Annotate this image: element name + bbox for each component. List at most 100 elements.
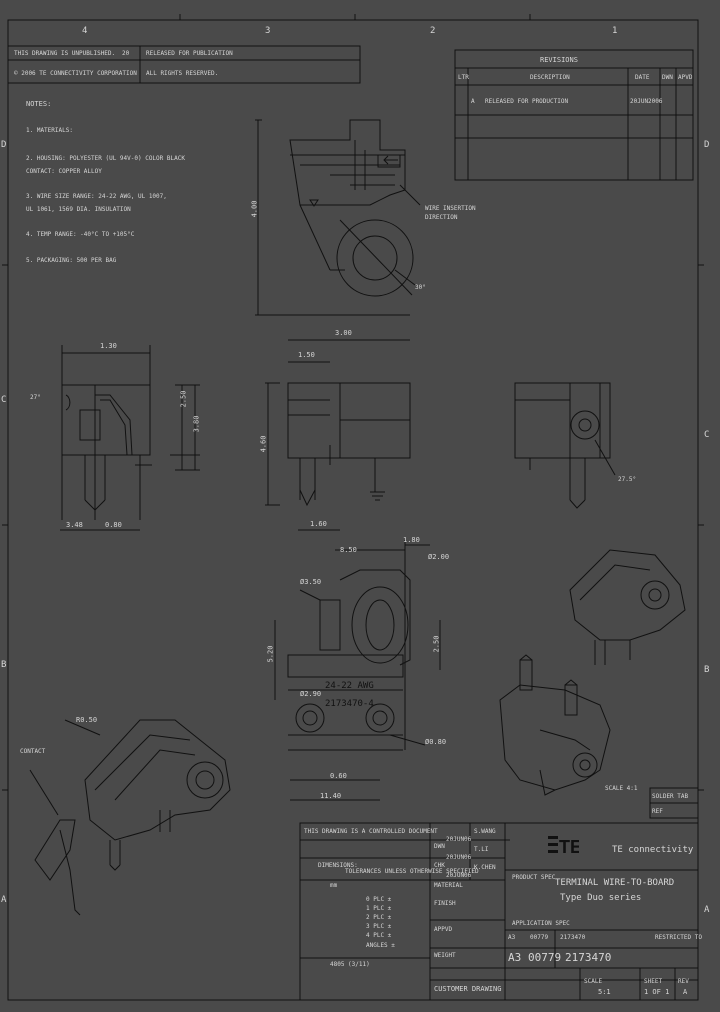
tb-finish: FINISH [434,900,456,907]
note-3: 3. WIRE SIZE RANGE: 24-22 AWG, UL 1007, [26,193,167,200]
zone-left-b: B [1,660,7,670]
revisions-title: REVISIONS [540,56,578,64]
header-copyright: © 2006 TE CONNECTIVITY CORPORATION [14,70,137,77]
tb-app-spec: APPLICATION SPEC [512,920,570,927]
dim-section-dia-1: Ø2.00 [428,553,450,561]
zone-top-1: 1 [612,26,618,36]
dim-section-dia-2: Ø3.50 [300,578,322,586]
header-rights: ALL RIGHTS RESERVED. [146,70,219,77]
tb-weight: WEIGHT [434,952,456,959]
dim-width-front: 3.00 [335,329,352,337]
wire-insert-label: WIRE INSERTION [425,205,476,212]
header-year: 20 [122,50,130,57]
angle-callout-3: 27.5° [618,476,637,483]
zone-left-c: C [1,395,7,405]
rev-col-desc: DESCRIPTION [530,74,570,81]
dim-height-section-2: 2.50 [432,635,441,653]
tb-scale-label: SCALE [584,978,603,985]
tb-tol-4: 4 PLC ± [366,932,392,939]
tb-rev-label: REV [678,978,689,985]
wire-insert-label-2: DIRECTION [425,214,458,221]
tb-title-1: TERMINAL WIRE-TO-BOARD [555,878,675,888]
tb-sheet-val: 1 OF 1 [644,988,670,996]
tb-dims: DIMENSIONS: [318,862,358,869]
tb-angles: ANGLES ± [366,942,395,949]
zone-top-4: 4 [82,26,88,36]
tb-dwn: DWN [434,843,445,850]
tb-drawing-no-label: 2173470 [560,934,586,941]
note-2b: CONTACT: COPPER ALLOY [26,168,102,175]
dim-height-left-1: 2.50 [179,390,188,408]
tb-name-chk: T.LI [474,846,489,853]
tb-tol-0: 0 PLC ± [366,896,392,903]
dim-front-bottom: 1.60 [310,520,327,528]
note-1: 1. MATERIALS: [26,127,73,134]
tb-prod-spec: PRODUCT SPEC [512,874,556,881]
solder-tab-label: SOLDER TAB [652,793,689,800]
dim-section-4: 0.60 [330,772,347,780]
rev-col-apvd: APVD [678,74,693,81]
zone-left-d: D [1,140,7,150]
zone-right-c: C [704,430,710,440]
ref-label: REF [652,808,663,815]
tb-tol-1: 1 PLC ± [366,905,392,912]
rev-col-ltr: LTR [458,74,469,81]
tb-scale-val: 5:1 [598,988,611,996]
dim-section-1: 8.50 [340,546,357,554]
dim-height-front: 4.60 [259,435,268,453]
note-5: 5. PACKAGING: 500 PER BAG [26,257,117,264]
tb-size: A3 [508,951,522,964]
rev-col-date: DATE [635,74,650,81]
tb-company: TE connectivity [612,845,694,855]
tb-date-1: 20JUN06 [446,836,472,843]
rev-row-date: 20JUN2006 [630,98,663,105]
note-3b: UL 1061, 1569 DIA. INSULATION [26,206,131,213]
tb-rev-val: A [683,988,688,996]
rev-row-ltr: A [471,98,475,105]
dim-pitch-2: 0.80 [105,521,122,529]
tb-drawing-no: 2173470 [565,951,612,964]
tb-date-2: 20JUN06 [446,854,472,861]
angle-callout-2: 27° [30,394,41,401]
zone-top-3: 3 [265,26,271,36]
drawing-border [7,19,699,1001]
zone-right-b: B [704,665,710,675]
tb-restricted: RESTRICTED TO [655,934,702,941]
tb-title-2: Type Duo series [560,893,642,903]
angle-callout-1: 30° [415,284,426,291]
awg-marking: 24-22 AWG [325,681,374,691]
note-2: 2. HOUSING: POLYESTER (UL 94V-0) COLOR B… [26,155,185,162]
dim-section-dia-3: Ø0.80 [425,738,447,746]
dim-width-left: 1.30 [100,342,117,350]
note-4: 4. TEMP RANGE: -40°C TO +105°C [26,231,135,238]
tb-controlled: THIS DRAWING IS A CONTROLLED DOCUMENT [304,828,438,835]
notes-title: NOTES: [26,100,52,108]
dim-section-dia-4: Ø2.90 [300,690,322,698]
rev-col-dwn: DWN [662,74,673,81]
header-released: RELEASED FOR PUBLICATION [146,50,233,57]
pn-marking: 2173470-4 [325,699,374,709]
zone-right-d: D [704,140,710,150]
tb-chk: CHK [434,862,445,869]
te-logo-text: TE [559,837,579,857]
zone-right-a: A [704,905,710,915]
rev-row-desc: RELEASED FOR PRODUCTION [485,98,569,105]
tb-tolerances: TOLERANCES UNLESS OTHERWISE SPECIFIED [345,868,479,875]
header-unpublished: THIS DRAWING IS UNPUBLISHED. [14,50,116,57]
tb-cage: 00779 [530,934,549,941]
tb-cage-val: 00779 [528,951,562,964]
zone-top-2: 2 [430,26,436,36]
dim-pitch-1: 3.48 [66,521,83,529]
dim-width-front-2: 1.50 [298,351,315,359]
dim-height-left-2: 3.80 [192,415,201,433]
iso-scale-label: SCALE 4:1 [605,785,638,792]
tb-tol-3: 3 PLC ± [366,923,392,930]
tb-sheet-label: SHEET [644,978,663,985]
tb-size-label: A3 [508,934,516,941]
dim-section-3: 11.40 [320,792,342,800]
tb-name-dwn: S.WANG [474,828,496,835]
tb-customer-drawing: CUSTOMER DRAWING [434,985,502,993]
dim-height-top: 4.00 [250,200,259,218]
zone-left-a: A [1,895,7,905]
